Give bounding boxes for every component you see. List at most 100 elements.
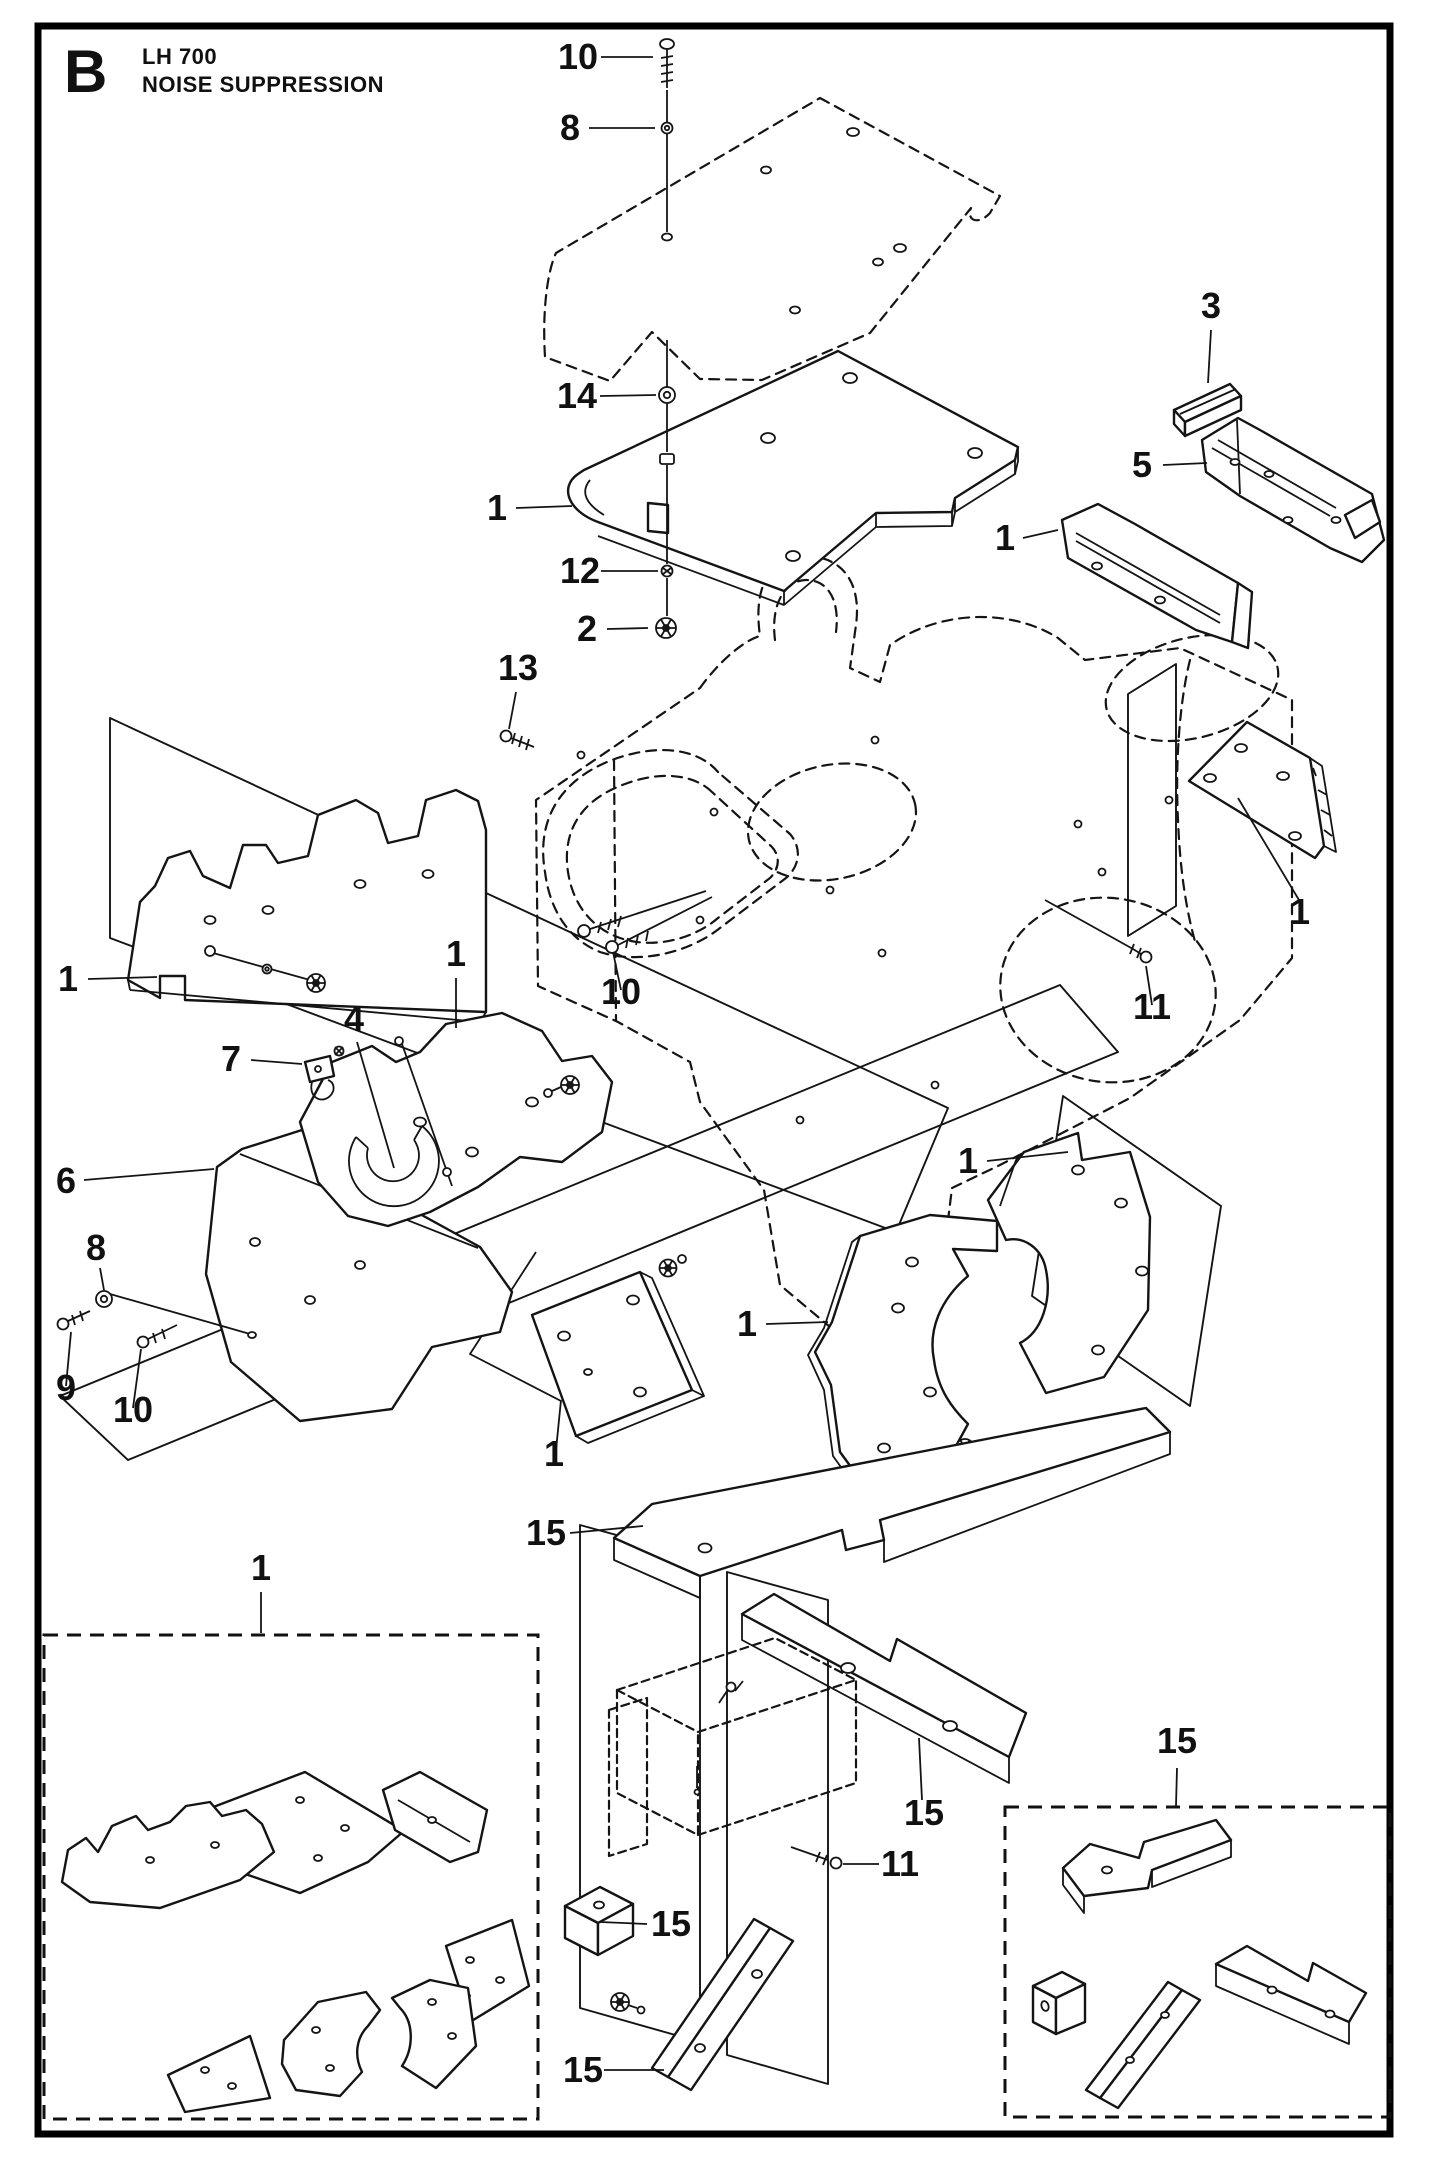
fastener-pair-plate — [658, 1254, 687, 1278]
body-opening-top — [1104, 633, 1280, 743]
part-1-clamshell-left — [807, 1213, 999, 1489]
svg-text:10: 10 — [601, 971, 641, 1012]
title-block: B LH 700 NOISE SUPPRESSION — [64, 38, 384, 105]
part-15-notched-bar — [740, 1592, 1028, 1784]
callout-1-kit: 1 — [251, 1547, 271, 1633]
svg-text:15: 15 — [563, 2049, 603, 2090]
callout-4: 4 — [344, 998, 395, 1169]
svg-text:6: 6 — [56, 1160, 76, 1201]
machine-body-arch — [773, 578, 838, 642]
part-3-block — [1172, 382, 1243, 438]
callout-12: 12 — [560, 550, 658, 591]
callout-10-left: 10 — [113, 1348, 153, 1430]
part-15-bottom-bar — [650, 1917, 795, 2092]
fastener-bolts-10 — [577, 890, 713, 954]
kit1-mini-plate — [166, 2034, 272, 2114]
svg-text:10: 10 — [113, 1389, 153, 1430]
fastener-screw-11-bottom — [790, 1846, 843, 1870]
callout-15-small-block: 15 — [599, 1903, 691, 1944]
svg-text:9: 9 — [56, 1367, 76, 1408]
part-top-cover-dashed — [543, 96, 1002, 383]
callout-15-bottom-bar: 15 — [563, 2049, 664, 2090]
part-7-bracket — [303, 1045, 345, 1101]
body-opening-center — [746, 762, 918, 882]
kit1-contents — [60, 1770, 531, 2114]
svg-text:1: 1 — [487, 487, 507, 528]
svg-text:11: 11 — [1133, 986, 1171, 1027]
backing-sheet-tall-1 — [579, 1524, 701, 2043]
callout-15-kit: 15 — [1157, 1720, 1197, 1807]
part-15-angle-block — [612, 1406, 1172, 1599]
part-5-bracket — [1200, 416, 1386, 564]
section-letter: B — [64, 38, 107, 105]
callout-11-right: 11 — [1133, 965, 1171, 1027]
callout-2: 2 — [577, 608, 649, 649]
svg-text:3: 3 — [1201, 285, 1221, 326]
fastener-group-left — [56, 1290, 257, 1349]
callout-15-angle-block: 15 — [526, 1512, 644, 1553]
part-15-small-block — [563, 1885, 635, 1957]
svg-text:12: 12 — [560, 550, 600, 591]
kit1-mini-clamshell-left — [280, 1990, 382, 2098]
svg-text:11: 11 — [881, 1843, 919, 1884]
svg-text:1: 1 — [958, 1140, 978, 1181]
grommet-2 — [655, 617, 677, 639]
svg-text:1: 1 — [737, 1303, 757, 1344]
kit-box-15 — [1003, 1805, 1392, 2119]
part-1-clamshell-right — [986, 1131, 1152, 1395]
handlebar-loop-inner — [565, 774, 779, 944]
fastener-screw-11-right — [1044, 899, 1153, 964]
body-seam-right — [1176, 658, 1198, 947]
svg-text:1: 1 — [58, 958, 78, 999]
svg-text:4: 4 — [344, 998, 364, 1039]
svg-text:15: 15 — [526, 1512, 566, 1553]
callout-7: 7 — [221, 1038, 303, 1079]
part-1-center-panel — [298, 1011, 614, 1228]
callout-11-bottom: 11 — [843, 1843, 919, 1884]
callout-6: 6 — [56, 1160, 215, 1201]
svg-text:10: 10 — [558, 36, 598, 77]
callout-1-right-bracket: 1 — [995, 517, 1059, 558]
body-seam-left — [612, 758, 618, 1022]
svg-text:15: 15 — [1157, 1720, 1197, 1761]
body-opening-lower — [999, 896, 1217, 1084]
svg-text:13: 13 — [498, 647, 538, 688]
svg-text:1: 1 — [251, 1547, 271, 1588]
svg-text:7: 7 — [221, 1038, 241, 1079]
callout-1-small-plate: 1 — [544, 1399, 564, 1474]
backing-sheet-corner — [469, 1251, 562, 1402]
fastener-screw-13 — [499, 729, 535, 751]
svg-text:5: 5 — [1132, 444, 1152, 485]
svg-text:8: 8 — [86, 1227, 106, 1268]
svg-text:1: 1 — [1290, 891, 1310, 932]
page-border — [34, 22, 1394, 2138]
part-top-panel — [566, 349, 1020, 606]
svg-text:15: 15 — [651, 1903, 691, 1944]
callout-1-clamshell-left: 1 — [737, 1303, 829, 1344]
fastener-pair-bottom — [610, 1992, 646, 2015]
callout-8-left: 8 — [86, 1227, 106, 1291]
svg-text:2: 2 — [577, 608, 597, 649]
machine-body-outline — [534, 554, 1294, 1334]
machine-body — [534, 554, 1294, 1334]
fastener-pair-center — [543, 1075, 580, 1098]
callout-13: 13 — [498, 647, 538, 730]
svg-text:1: 1 — [446, 933, 466, 974]
svg-text:1: 1 — [544, 1433, 564, 1474]
kit1-mini-clamshell-right — [390, 1978, 478, 2090]
callout-9: 9 — [56, 1331, 76, 1408]
callout-10-center: 10 — [601, 951, 641, 1012]
page-title: NOISE SUPPRESSION — [142, 72, 384, 97]
callout-10-top: 10 — [558, 36, 653, 77]
callout-1-center-panel: 1 — [446, 933, 466, 1028]
svg-text:14: 14 — [557, 375, 597, 416]
nut-small — [659, 453, 675, 465]
model-name: LH 700 — [142, 44, 217, 69]
kit-box-1 — [42, 1633, 540, 2121]
kit15-contents — [1031, 1818, 1368, 2110]
callouts: 10 8 14 1 12 2 13 3 5 1 1 1 7 4 1 6 8 9 … — [56, 36, 1310, 2090]
kit15-mini-angle — [1061, 1818, 1233, 1898]
callout-8-top: 8 — [560, 107, 655, 148]
callout-14: 14 — [557, 375, 657, 416]
